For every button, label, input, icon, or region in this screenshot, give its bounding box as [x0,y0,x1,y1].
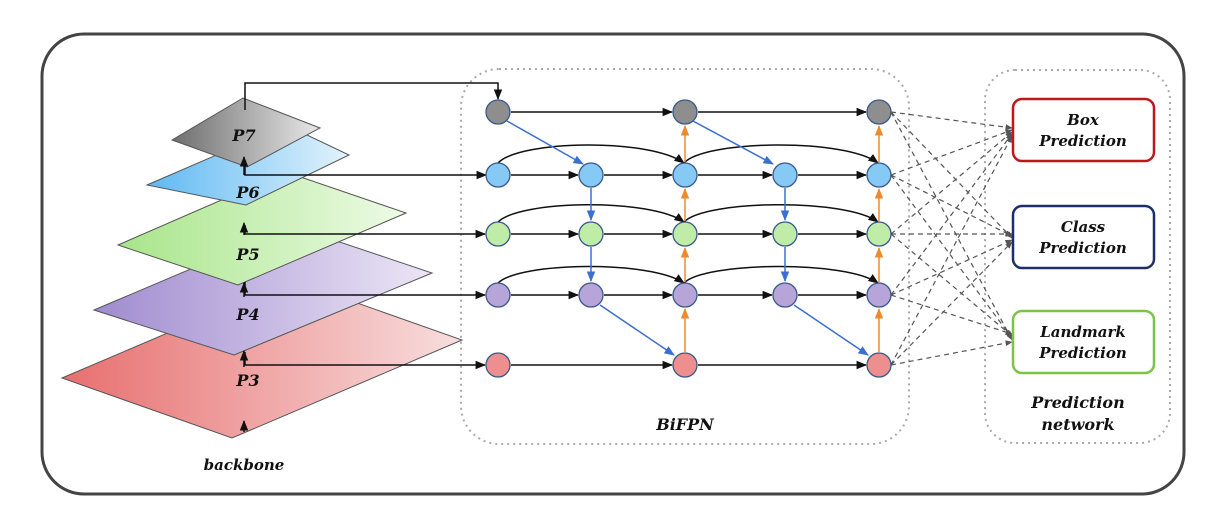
input-edge-p7 [244,82,503,110]
bifpn-title: BiFPN [655,415,715,434]
node-p3-in [485,352,511,378]
node-p7-out [672,99,698,125]
level-label-p4: P4 [235,305,259,324]
node-p6-td [772,162,798,188]
node-p7-in [485,99,511,125]
skip-arc [683,204,879,223]
input-connections [244,82,503,370]
node-p6-td [578,162,604,188]
node-p7-out [866,99,892,125]
node-p5-td [772,221,798,247]
input-edge-p3 [244,352,487,370]
class-prediction-label-line1: Class [1061,218,1106,236]
plane-p7 [170,97,322,168]
node-p4-td [578,282,604,308]
skip-arc [683,144,879,164]
head-connections [890,111,1013,366]
skip-arc [683,265,879,284]
node-p4-out [672,282,698,308]
prediction-head-box: Box Prediction [1011,97,1156,163]
node-p4-td [772,282,798,308]
class-prediction-box [1011,204,1156,270]
node-p5-out [866,221,892,247]
top-down-edge [506,120,584,165]
skip-arc [497,204,685,223]
level-label-p7: P7 [231,126,255,145]
prediction-network-region [984,69,1171,444]
level-label-p6: P6 [235,183,259,202]
head-edge [890,111,1013,341]
skip-arc [497,265,685,284]
head-edge [890,241,1013,366]
head-edge [890,133,1013,296]
node-p6-out [672,162,698,188]
head-edge [890,129,1013,176]
level-label-p5: P5 [235,245,259,264]
landmark-prediction-box [1011,309,1156,375]
top-down-edges [506,120,869,356]
bifpn-region [460,68,910,445]
top-down-edge [692,120,774,165]
lateral-edges [511,107,868,370]
head-edge [890,174,1013,237]
prediction-network-title-line1: Prediction [1030,393,1124,412]
skip-arcs [497,144,879,284]
box-prediction-label-line1: Box [1066,111,1100,129]
top-down-edge [793,304,869,356]
outer-frame [40,32,1186,496]
bifpn-edges [497,107,884,370]
node-p6-in [485,162,511,188]
top-down-edge [599,304,675,356]
box-prediction-label-line2: Prediction [1038,132,1127,150]
head-edge [890,135,1013,366]
input-edge-p6 [244,160,488,180]
box-prediction-box [1011,97,1156,163]
node-p6-out [866,162,892,188]
prediction-head-landmark: Landmark Prediction [1011,309,1156,375]
head-edge [890,340,1013,366]
landmark-prediction-label-line2: Prediction [1038,344,1127,362]
head-edge [890,111,1013,239]
input-edge-p4 [244,282,487,300]
skip-arc [497,144,685,164]
prediction-head-class: Class Prediction [1011,204,1156,270]
node-p5-in [485,221,511,247]
prediction-network-title-line2: network [1041,415,1114,434]
node-p5-out [672,221,698,247]
head-edge [890,294,1013,335]
node-p3-out [672,352,698,378]
head-edge [890,174,1013,339]
node-p4-out [866,282,892,308]
landmark-prediction-label-line1: Landmark [1039,323,1126,341]
class-prediction-label-line2: Prediction [1038,239,1127,257]
bottom-up-edges [680,124,884,352]
node-p5-td [578,221,604,247]
input-edge-p5 [244,225,487,239]
node-p3-out [866,352,892,378]
feature-pyramid [60,97,464,439]
bifpn-nodes [485,99,892,378]
node-p4-in [485,282,511,308]
level-label-p3: P3 [235,371,259,390]
head-edge [890,239,1013,296]
backbone-label: backbone [204,456,285,474]
head-edge [890,111,1013,131]
